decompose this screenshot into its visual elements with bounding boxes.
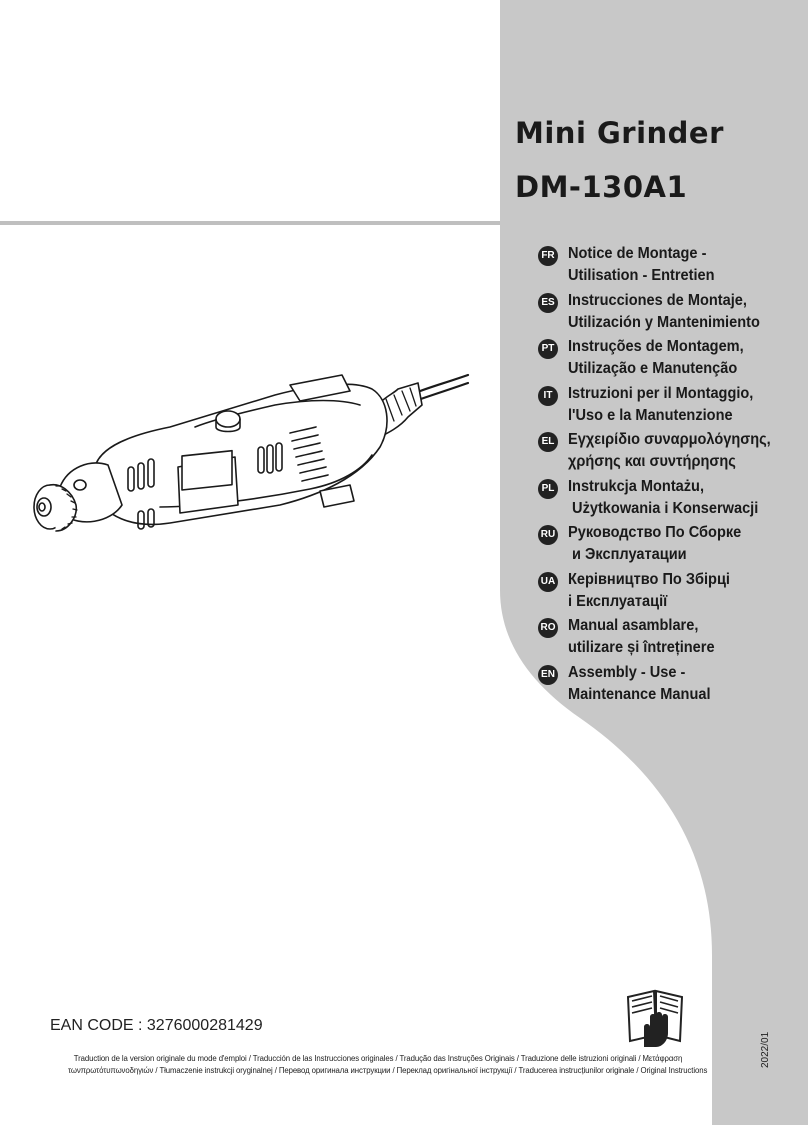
language-item-it: IT Istruzioni per il Montaggio,l'Uso e l… bbox=[538, 383, 803, 430]
product-model: DM-130A1 bbox=[515, 170, 688, 204]
language-item-fr: FR Notice de Montage -Utilisation - Entr… bbox=[538, 243, 803, 290]
language-item-el: EL Εγχειρίδιο συναρμολόγησης,χρήσης και … bbox=[538, 429, 803, 476]
language-item-pt: PT Instruções de Montagem,Utilização e M… bbox=[538, 336, 803, 383]
mini-grinder-illustration bbox=[33, 373, 470, 532]
language-badge: PL bbox=[538, 478, 558, 499]
language-title: Istruzioni per il Montaggio,l'Uso e la M… bbox=[568, 384, 754, 424]
legal-line-1: Traduction de la version originale du mo… bbox=[73, 1054, 683, 1063]
language-item-en: EN Assembly - Use -Maintenance Manual bbox=[538, 662, 803, 709]
language-title: Manual asamblare,utilizare și întreținer… bbox=[568, 617, 715, 656]
language-title: Assembly - Use -Maintenance Manual bbox=[568, 663, 711, 703]
language-item-es: ES Instrucciones de Montaje,Utilización … bbox=[538, 290, 803, 337]
language-title: Instrukcja Montażu, Użytkowania i Konser… bbox=[568, 477, 759, 517]
language-item-ro: RO Manual asamblare,utilizare și întreți… bbox=[538, 615, 803, 662]
horizontal-rule bbox=[0, 221, 500, 225]
product-title: Mini Grinder bbox=[515, 116, 724, 150]
language-badge: PT bbox=[538, 339, 558, 359]
edition-date: 2022/01 bbox=[760, 1031, 771, 1068]
language-title: Εγχειρίδιο συναρμολόγησης,χρήσης και συν… bbox=[568, 431, 771, 470]
language-badge: FR bbox=[538, 246, 558, 266]
legal-line-2: τωνπρωτότυπωνοδηγιών / Tłumaczenie instr… bbox=[68, 1066, 708, 1075]
language-item-pl: PL Instrukcja Montażu, Użytkowania i Kon… bbox=[538, 476, 803, 523]
language-badge: EN bbox=[538, 664, 558, 685]
language-title: Instruções de Montagem,Utilização e Manu… bbox=[568, 338, 744, 377]
language-badge: RU bbox=[538, 525, 558, 545]
language-badge: IT bbox=[538, 385, 558, 406]
language-title: Instrucciones de Montaje,Utilización y M… bbox=[568, 291, 760, 331]
language-title: Руководство По Сборке и Эксплуатации bbox=[568, 524, 742, 563]
ean-code: EAN CODE : 3276000281429 bbox=[50, 1017, 263, 1034]
language-badge: UA bbox=[538, 571, 558, 592]
legal-notice: Traduction de la version originale du mo… bbox=[68, 1053, 708, 1077]
language-item-ru: RU Руководство По Сборке и Эксплуатации bbox=[538, 522, 803, 569]
language-title: Notice de Montage -Utilisation - Entreti… bbox=[568, 245, 715, 284]
read-manual-icon bbox=[626, 989, 684, 1047]
language-badge: RO bbox=[538, 618, 558, 638]
language-list: FR Notice de Montage -Utilisation - Entr… bbox=[538, 243, 803, 708]
language-badge: ES bbox=[538, 292, 558, 313]
language-badge: EL bbox=[538, 432, 558, 452]
